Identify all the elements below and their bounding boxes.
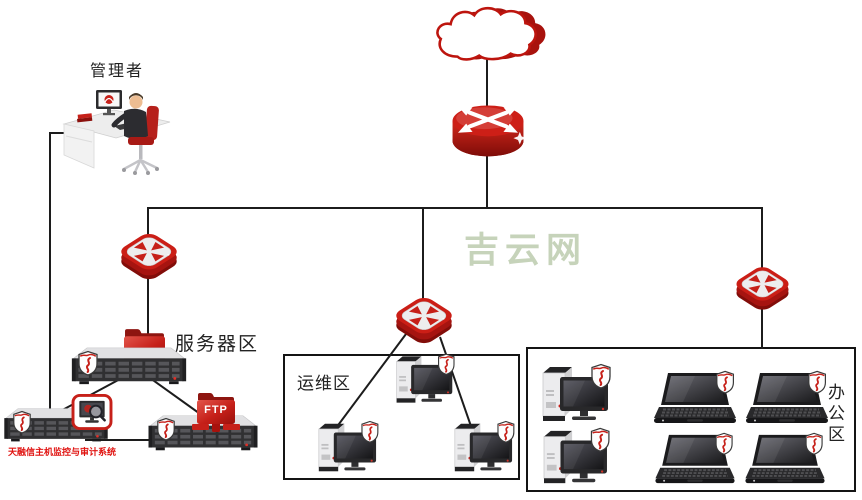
office-zone-label: 办公区 [825, 383, 844, 446]
ftp-label: FTP [204, 404, 228, 416]
office-zone-box [526, 347, 856, 492]
audit-system-label: 天融信主机监控与审计系统 [8, 447, 117, 457]
laptop-icon [648, 432, 742, 488]
admin-workstation-icon [58, 80, 176, 178]
cloud-icon [430, 3, 548, 65]
desktop-computer-icon [446, 419, 520, 476]
switch-icon-server-zone [110, 223, 188, 289]
shield-agent-icon [156, 417, 176, 441]
laptop-icon [649, 370, 741, 428]
watermark-text: 吉云网 [464, 231, 588, 270]
desktop-computer-icon [532, 426, 618, 488]
router-icon [448, 98, 528, 162]
switch-icon-ops-zone [385, 287, 463, 353]
admin-label: 管理者 [90, 63, 145, 80]
server-zone-label: 服务器区 [175, 334, 260, 355]
shield-agent-icon [77, 350, 99, 376]
audit-monitor-icon [71, 394, 113, 431]
laptop-icon [738, 432, 832, 488]
desktop-computer-icon [532, 362, 618, 426]
ops-zone-label: 运维区 [297, 374, 351, 393]
laptop-icon [741, 370, 833, 428]
shield-agent-icon [12, 410, 32, 434]
desktop-computer-icon [310, 419, 384, 476]
switch-icon-office-zone [725, 257, 800, 319]
desktop-computer-icon [388, 352, 460, 407]
